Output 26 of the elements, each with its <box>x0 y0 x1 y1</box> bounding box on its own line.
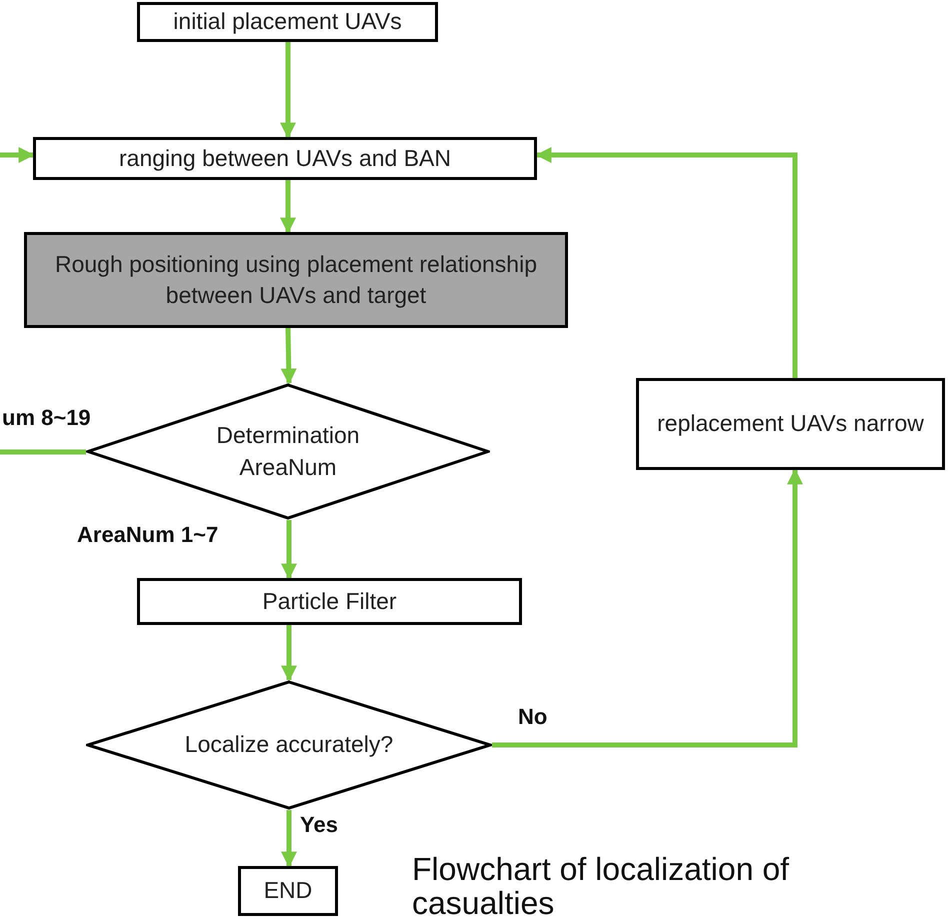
node-text: Rough positioning using placement relationship between UAVs and target <box>54 250 538 310</box>
node-text: replacement UAVs narrow <box>657 409 924 438</box>
arrow <box>281 520 297 580</box>
decision-diamond <box>86 680 492 810</box>
arrow <box>492 468 803 748</box>
node-text: END <box>264 876 312 906</box>
arrow <box>0 147 35 163</box>
node-text: Localize accurately? <box>184 730 394 760</box>
arrow <box>280 328 297 385</box>
process-box <box>33 137 537 180</box>
process-box <box>137 2 438 42</box>
arrow <box>281 810 297 868</box>
node-text: Determination AreaNum <box>215 421 361 482</box>
arrow <box>280 180 296 234</box>
node-text: ranging between UAVs and BAN <box>119 144 451 173</box>
process-box <box>24 232 568 328</box>
node-text: Particle Filter <box>262 586 397 616</box>
arrow <box>535 147 798 378</box>
connector-line <box>0 450 86 454</box>
end-box <box>238 866 338 916</box>
process-box <box>636 378 945 470</box>
node-text: initial placement UAVs <box>173 7 402 36</box>
caption: Flowchart of localization of casualties <box>412 852 790 920</box>
arrow <box>281 625 297 682</box>
arrow <box>280 42 296 139</box>
process-box <box>137 578 522 625</box>
